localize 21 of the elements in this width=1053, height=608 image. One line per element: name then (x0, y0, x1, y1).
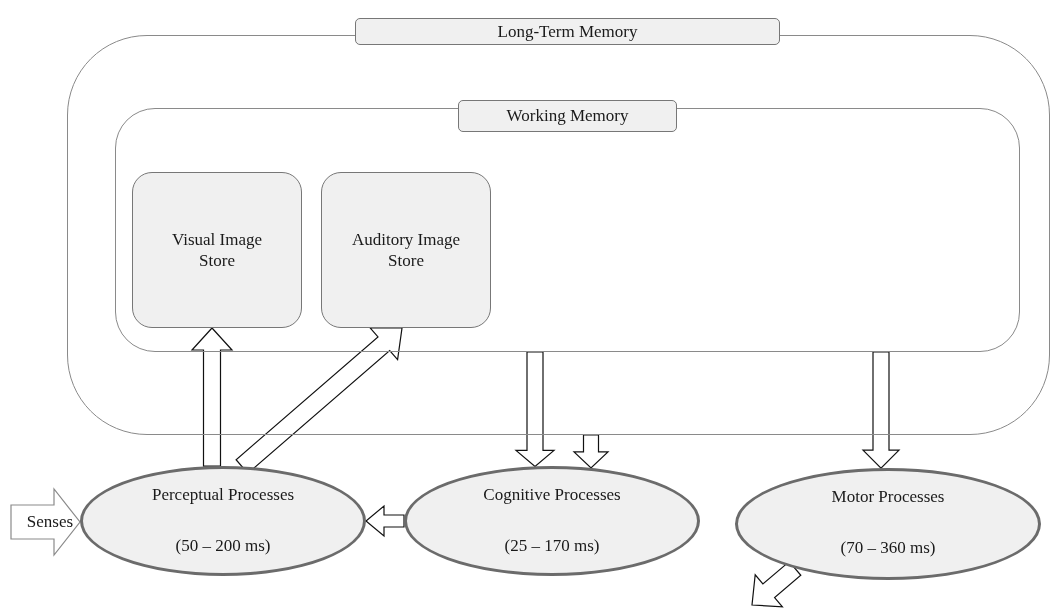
duration-label: (70 – 360 ms) (839, 538, 937, 558)
process-name: Perceptual Processes (150, 485, 296, 505)
block-arrow (190, 327, 234, 467)
region-heading: Working Memory (458, 100, 677, 132)
edge-label: Senses (26, 512, 74, 532)
block-arrow (861, 351, 901, 469)
duration-label: (25 – 170 ms) (503, 536, 601, 556)
store-box (132, 172, 302, 328)
process-name: Motor Processes (830, 487, 946, 507)
block-arrow (10, 487, 81, 557)
memory-region (67, 18, 1050, 435)
process-name: Cognitive Processes (482, 485, 622, 505)
block-arrow (365, 504, 405, 538)
memory-region (115, 100, 1020, 352)
store-label: Auditory Image Store (350, 228, 462, 272)
region-heading: Long-Term Memory (355, 18, 780, 45)
store-box (321, 172, 491, 328)
store-label: Visual Image Store (170, 228, 264, 272)
block-arrow (572, 434, 610, 469)
block-arrow (514, 351, 556, 468)
duration-label: (50 – 200 ms) (174, 536, 272, 556)
